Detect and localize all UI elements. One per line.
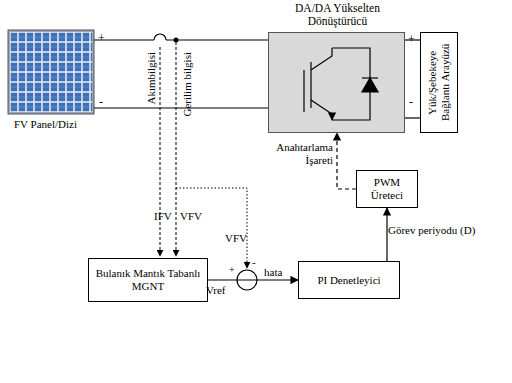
- box-label: Yük/Şebekeye Bağlantı Arayüzü: [426, 35, 451, 130]
- sensor-lines: [160, 42, 247, 268]
- edge-label: Görev periyodu (D): [388, 224, 475, 237]
- signal-name: Akımbilgisi: [145, 52, 157, 105]
- panel-label: FV Panel/Dizi: [14, 118, 77, 130]
- sign: +: [229, 264, 235, 275]
- signal-arrow: [208, 279, 298, 280]
- pv-panel: [8, 30, 94, 114]
- box-label: PWM Üreteci: [357, 176, 417, 201]
- converter-box: DA/DA Yükselten Dönüştürücü: [268, 32, 405, 133]
- box-label: PI Denetleyici: [317, 274, 380, 287]
- signal-name: hata: [264, 266, 282, 278]
- edge-label: Anahtarlama İşareti: [271, 141, 333, 166]
- signal-name: VFV: [225, 232, 247, 244]
- output-wire: [405, 117, 420, 118]
- terminal-sign: +: [98, 32, 105, 45]
- signal-name: VFV: [180, 210, 202, 222]
- fuzzy-mppt-box: Bulanık Mantık Tabanlı MGNT: [88, 258, 208, 302]
- pi-controller-box: PI Denetleyici: [298, 261, 400, 299]
- terminal-sign: +: [408, 33, 415, 46]
- junction-dot: [174, 38, 179, 43]
- pwm-generator-box: PWM Üreteci: [356, 170, 418, 208]
- converter-body: [268, 32, 405, 133]
- switching-signal-arrow: [337, 133, 356, 189]
- signal-name: Gerilim bilgisi: [181, 52, 193, 116]
- load-grid-interface-box: Yük/Şebekeye Bağlantı Arayüzü: [420, 32, 458, 133]
- signal-name: IFV: [154, 210, 172, 222]
- terminal-sign: -: [409, 96, 413, 109]
- box-label: Bulanık Mantık Tabanlı MGNT: [89, 267, 207, 292]
- signal-name: Vref: [206, 284, 226, 296]
- terminal-sign: -: [99, 96, 103, 109]
- sign: -: [252, 256, 256, 268]
- igbt-diode-symbol: [304, 48, 378, 120]
- box-heading: DA/DA Yükselten Dönüştürücü: [278, 2, 398, 28]
